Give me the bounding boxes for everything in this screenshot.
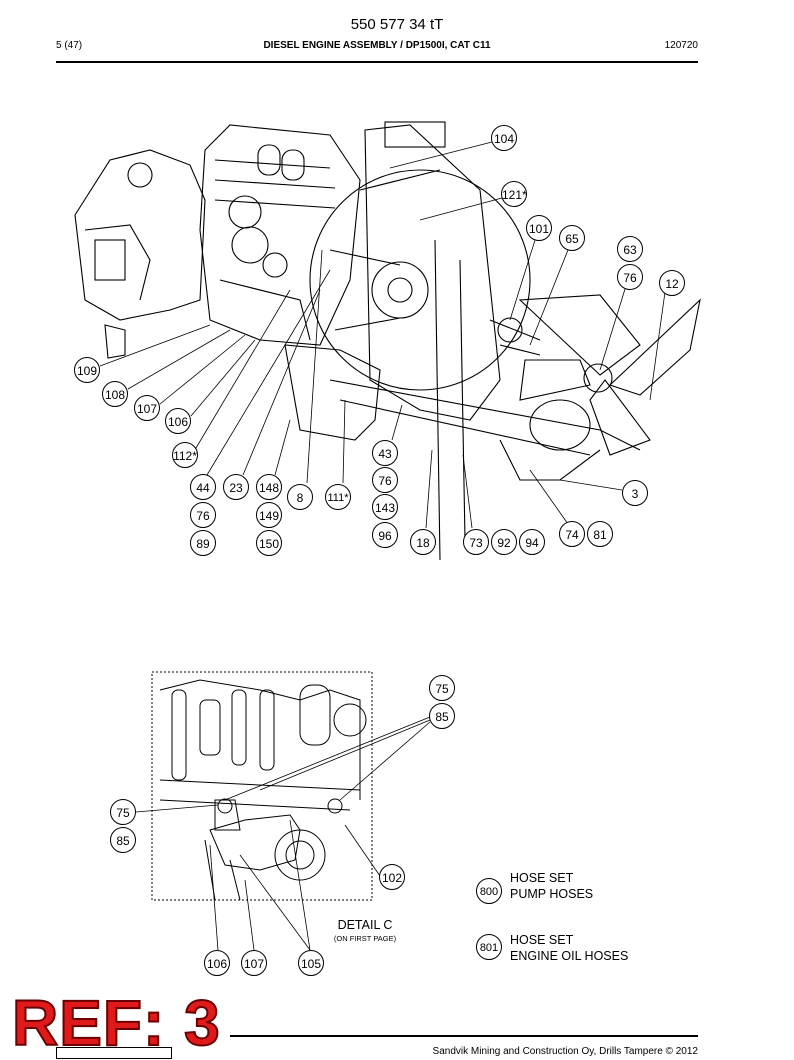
legend-800-line1: HOSE SET (510, 871, 574, 885)
detail-callout-102: 102 (379, 864, 405, 890)
legend-801-text: HOSE SET ENGINE OIL HOSES (510, 932, 628, 964)
callout-8: 8 (287, 484, 313, 510)
callout-74: 74 (559, 521, 585, 547)
detail-callout-75-b: 75 (110, 799, 136, 825)
legend-801-line2: ENGINE OIL HOSES (510, 949, 629, 963)
callout-44: 44 (190, 474, 216, 500)
callout-63: 63 (617, 236, 643, 262)
callout-92: 92 (491, 529, 517, 555)
detail-callout-75-a: 75 (429, 675, 455, 701)
callout-76-c: 76 (372, 467, 398, 493)
callout-143: 143 (372, 494, 398, 520)
callout-43: 43 (372, 440, 398, 466)
callout-12: 12 (659, 270, 685, 296)
callout-89: 89 (190, 530, 216, 556)
detail-callout-105: 105 (298, 950, 324, 976)
callout-18: 18 (410, 529, 436, 555)
document-date: 120720 (664, 40, 698, 51)
callout-121: 121* (501, 181, 527, 207)
ref-label: REF: 3 (11, 986, 221, 1060)
callout-73: 73 (463, 529, 489, 555)
callout-96: 96 (372, 522, 398, 548)
callout-3: 3 (622, 480, 648, 506)
callout-150: 150 (256, 530, 282, 556)
detail-title: DETAIL C (337, 918, 393, 932)
callout-65: 65 (559, 225, 585, 251)
callout-148: 148 (256, 474, 282, 500)
callout-94: 94 (519, 529, 545, 555)
callout-76-a: 76 (617, 264, 643, 290)
callout-81: 81 (587, 521, 613, 547)
document-number: 550 577 34 tT (350, 16, 444, 33)
detail-callout-85-a: 85 (429, 703, 455, 729)
callout-23: 23 (223, 474, 249, 500)
callout-109: 109 (74, 357, 100, 383)
detail-callout-107: 107 (241, 950, 267, 976)
legend-801-callout: 801 (476, 934, 502, 960)
page-number: 5 (47) (56, 40, 83, 51)
legend-800-text: HOSE SET PUMP HOSES (510, 870, 593, 902)
callout-149: 149 (256, 502, 282, 528)
footer-copyright: Sandvik Mining and Construction Oy, Dril… (432, 1046, 698, 1057)
callout-108: 108 (102, 381, 128, 407)
callout-104: 104 (491, 125, 517, 151)
legend-801-line1: HOSE SET (510, 933, 574, 947)
callout-107: 107 (134, 395, 160, 421)
callout-112: 112* (172, 442, 198, 468)
legend-800-callout: 800 (476, 878, 502, 904)
footer-rule (230, 1035, 698, 1037)
legend-800-line2: PUMP HOSES (510, 887, 594, 901)
callout-106: 106 (165, 408, 191, 434)
detail-subtitle: (ON FIRST PAGE) (333, 934, 397, 943)
detail-callout-85-b: 85 (110, 827, 136, 853)
detail-callout-106: 106 (204, 950, 230, 976)
callout-111: 111* (325, 484, 351, 510)
header-rule (56, 61, 698, 63)
page-title: DIESEL ENGINE ASSEMBLY / DP1500I, CAT C1… (263, 40, 491, 51)
callout-76-b: 76 (190, 502, 216, 528)
callout-101: 101 (526, 215, 552, 241)
